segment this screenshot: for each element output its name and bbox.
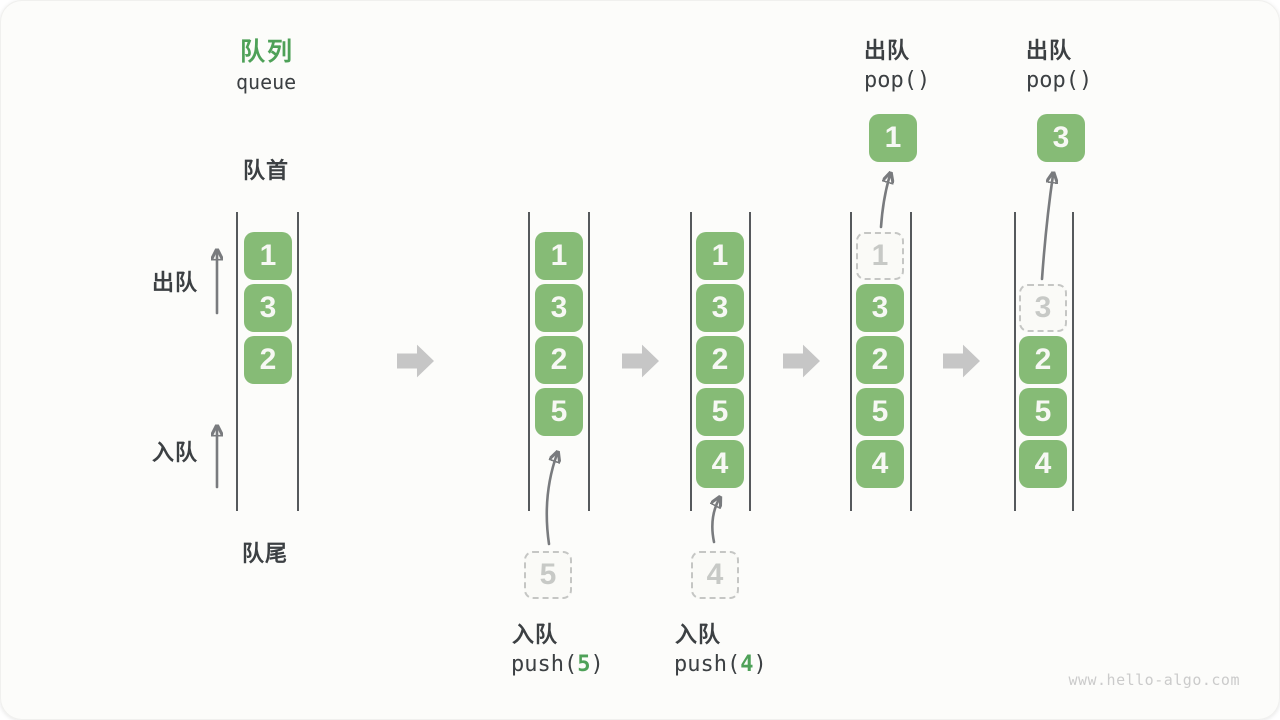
queue-wall — [749, 212, 751, 511]
flow-arrow-icon — [943, 344, 980, 378]
queue-wall — [1014, 212, 1016, 511]
dequeue-motion-arrow-icon — [1040, 175, 1053, 281]
queue-element: 3 — [696, 284, 744, 332]
code-arg: 5 — [577, 652, 591, 677]
queue-element: 1 — [696, 232, 744, 280]
queue-element: 1 — [244, 232, 292, 280]
popped-element: 1 — [869, 114, 917, 162]
queue-front-label: 队首 — [243, 158, 290, 183]
flow-arrow-icon — [783, 344, 820, 378]
queue-element: 4 — [856, 440, 904, 488]
queue-element: 3 — [244, 284, 292, 332]
queue-element: 2 — [1019, 336, 1067, 384]
enqueue-motion-arrow-icon — [545, 454, 557, 546]
enqueue-motion-arrow-icon — [712, 499, 719, 544]
enqueue-op-label: 入队 — [512, 622, 559, 647]
queue-element: 1 — [535, 232, 583, 280]
popped-element: 3 — [1037, 114, 1085, 162]
queue-element: 4 — [1019, 440, 1067, 488]
enqueue-op-label: 入队 — [675, 622, 722, 647]
code-arg: 4 — [740, 652, 754, 677]
enqueue-op-code: push(4) — [674, 652, 767, 677]
dequeue-op-code: pop() — [1026, 68, 1093, 93]
queue-wall — [528, 212, 530, 511]
watermark: www.hello-algo.com — [1068, 671, 1240, 689]
incoming-element: 5 — [524, 551, 572, 599]
queue-wall — [690, 212, 692, 511]
queue-wall — [1072, 212, 1074, 511]
queue-element: 2 — [856, 336, 904, 384]
removed-element-slot: 3 — [1019, 284, 1067, 332]
diagram-title-zh: 队列 — [240, 38, 295, 66]
queue-element: 2 — [696, 336, 744, 384]
queue-element: 5 — [856, 388, 904, 436]
queue-element: 5 — [1019, 388, 1067, 436]
code-text: ) — [753, 652, 767, 677]
queue-element: 3 — [856, 284, 904, 332]
queue-wall — [297, 212, 299, 511]
queue-wall — [850, 212, 852, 511]
queue-element: 5 — [535, 388, 583, 436]
dequeue-side-label: 出队 — [152, 270, 199, 295]
flow-arrow-icon — [397, 344, 434, 378]
dequeue-op-code: pop() — [864, 68, 931, 93]
code-text: push( — [511, 652, 578, 677]
queue-element: 3 — [535, 284, 583, 332]
queue-element: 2 — [244, 336, 292, 384]
code-text: push( — [674, 652, 741, 677]
queue-wall — [910, 212, 912, 511]
enqueue-side-label: 入队 — [152, 440, 199, 465]
queue-element: 4 — [696, 440, 744, 488]
incoming-element: 4 — [691, 551, 739, 599]
queue-wall — [588, 212, 590, 511]
diagram-title-en: queue — [236, 70, 297, 94]
removed-element-slot: 1 — [856, 232, 904, 280]
flow-arrow-icon — [622, 344, 659, 378]
code-text: ) — [590, 652, 604, 677]
queue-wall — [236, 212, 238, 511]
queue-element: 2 — [535, 336, 583, 384]
queue-rear-label: 队尾 — [242, 541, 289, 566]
enqueue-op-code: push(5) — [511, 652, 604, 677]
dequeue-op-label: 出队 — [864, 38, 911, 63]
dequeue-motion-arrow-icon — [879, 175, 890, 229]
dequeue-op-label: 出队 — [1026, 38, 1073, 63]
queue-element: 5 — [696, 388, 744, 436]
